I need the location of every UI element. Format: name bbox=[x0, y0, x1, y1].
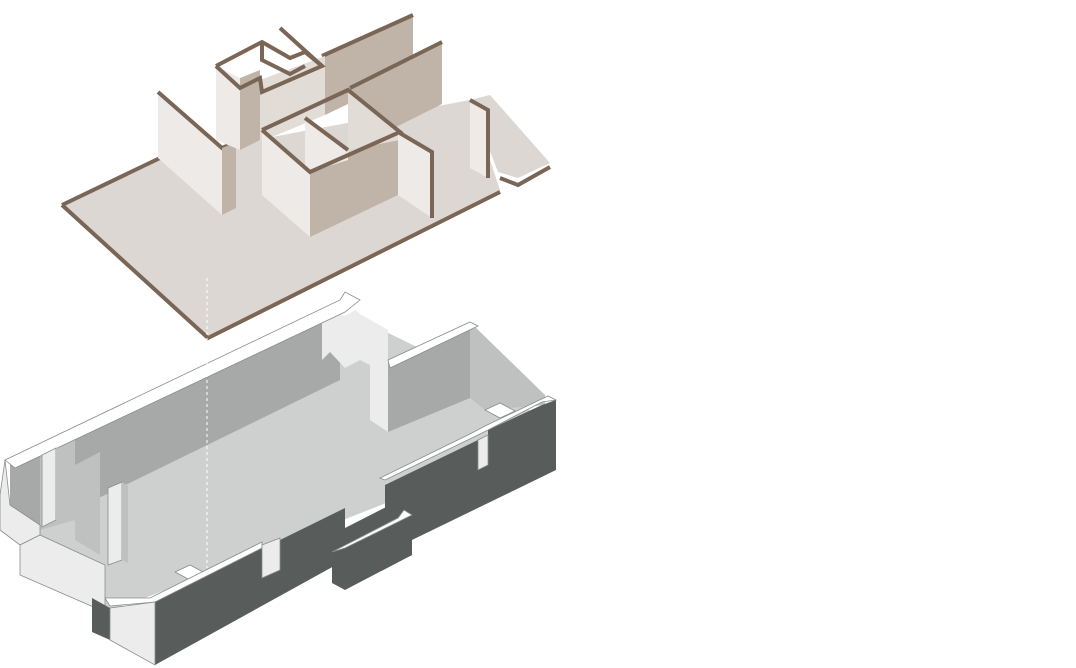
partition-wall bbox=[158, 92, 222, 215]
partition-wall bbox=[262, 130, 310, 237]
partition-wall-side bbox=[222, 142, 236, 215]
partition-wall bbox=[310, 132, 398, 237]
shell-floor-step bbox=[484, 402, 516, 419]
shell-inner-panel bbox=[75, 452, 100, 555]
interior-partition-layer bbox=[60, 13, 551, 341]
partition-wall-edge bbox=[260, 42, 306, 77]
shell-inner-end-wall bbox=[470, 322, 545, 410]
partition-slab-edge bbox=[60, 190, 501, 341]
partition-wall-edge bbox=[469, 98, 490, 178]
shell-front-wall-top-right bbox=[379, 395, 558, 481]
shell-wall-top-rim-right bbox=[387, 321, 479, 369]
shell-column bbox=[41, 447, 57, 528]
shell-exterior-front-wall bbox=[150, 400, 556, 665]
shell-balcony-parapet-top bbox=[331, 509, 413, 553]
partition-wall bbox=[348, 92, 400, 150]
shell-inner-right-wall bbox=[388, 322, 470, 432]
shell-column-side bbox=[122, 482, 128, 563]
partition-wall bbox=[216, 66, 240, 150]
partition-wall-edge bbox=[321, 13, 414, 58]
shell-column bbox=[107, 481, 123, 566]
partition-wall bbox=[470, 100, 488, 178]
shell-exterior-front-wall-left bbox=[92, 598, 110, 640]
shell-column-side bbox=[56, 448, 72, 520]
partition-wall bbox=[398, 132, 432, 218]
shell-front-wall-notch bbox=[477, 434, 489, 471]
existing-shell-layer bbox=[0, 291, 558, 666]
partition-wall-edge bbox=[278, 26, 324, 68]
shell-left-end-wall-face bbox=[19, 534, 106, 613]
shell-exterior-left-face bbox=[109, 601, 156, 666]
shell-front-wall-notch bbox=[261, 537, 281, 579]
partition-wall-edge bbox=[349, 40, 443, 90]
shell-wall-top-rim bbox=[4, 291, 361, 469]
partition-wall bbox=[240, 70, 260, 150]
partition-wall-edge bbox=[396, 130, 434, 218]
partition-wall-edge bbox=[303, 116, 350, 152]
shell-balcony-parapet bbox=[332, 512, 412, 590]
partition-slab-edge bbox=[61, 156, 161, 207]
shell-pier-face bbox=[360, 314, 388, 432]
partition-slab-edge bbox=[499, 165, 551, 188]
